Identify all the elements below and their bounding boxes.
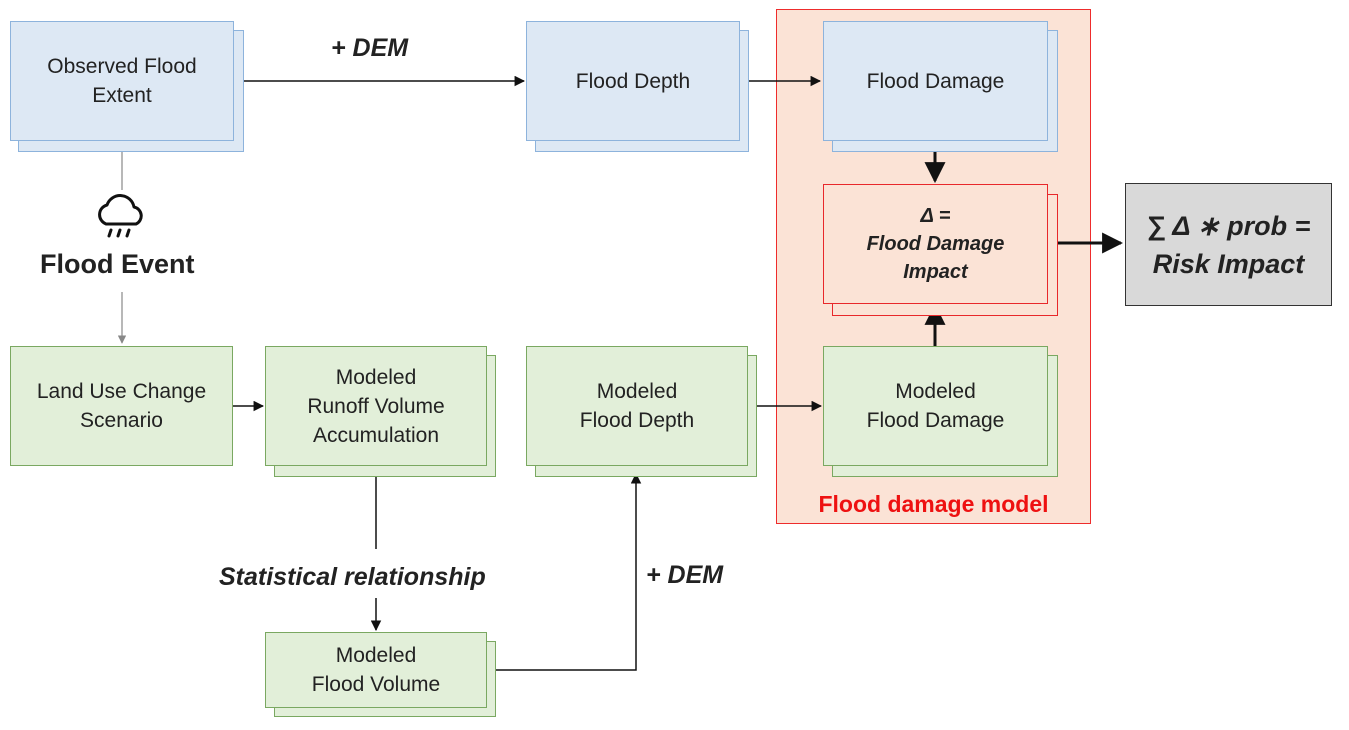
rain-cloud-icon	[90, 192, 152, 244]
node-modeled-flood-damage-label: Modeled Flood Damage	[866, 380, 1005, 432]
node-flood-damage-impact-label: Δ = Flood Damage Impact	[866, 205, 1005, 283]
panel-title: Flood damage model	[818, 491, 1049, 517]
node-flood-damage-label: Flood Damage	[866, 69, 1005, 93]
node-modeled-runoff-volume-accumulation-label: Modeled Runoff Volume Accumulation	[307, 365, 445, 447]
node-risk-impact: ∑ Δ ∗ prob = Risk Impact	[1125, 183, 1332, 306]
node-observed-flood-extent-label: Observed Flood Extent	[47, 55, 197, 107]
node-modeled-flood-volume-label: Modeled Flood Volume	[311, 644, 441, 696]
node-flood-depth-label: Flood Depth	[575, 69, 691, 93]
node-modeled-flood-depth-label: Modeled Flood Depth	[579, 380, 695, 432]
edge-label-dem-bottom: + DEM	[646, 561, 724, 589]
flood-event-label: Flood Event	[40, 249, 195, 279]
arrow-volume-to-modeled-depth	[487, 472, 642, 671]
node-land-use-change-scenario-label: Land Use Change Scenario	[36, 380, 207, 432]
edge-label-statistical-relationship: Statistical relationship	[215, 563, 490, 592]
edge-label-dem-top: + DEM	[331, 34, 409, 62]
